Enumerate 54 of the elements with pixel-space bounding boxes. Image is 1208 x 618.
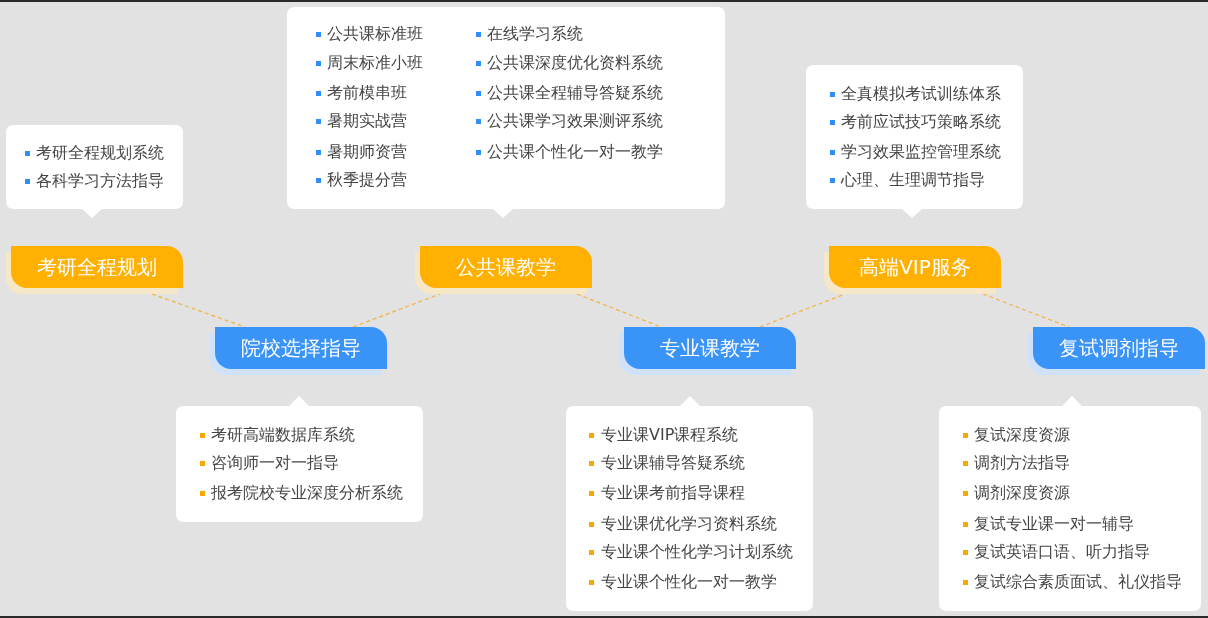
category-tab bbox=[6, 246, 183, 294]
callout-bubble bbox=[566, 396, 813, 611]
tab-label: 高端VIP服务 bbox=[859, 255, 971, 279]
list-item: 复试专业课一对一辅导 bbox=[974, 514, 1134, 534]
list-item: 秋季提分营 bbox=[327, 170, 407, 190]
list-item: 公共课学习效果测评系统 bbox=[487, 111, 663, 131]
callout-bubble bbox=[806, 65, 1023, 219]
dashed-connector bbox=[151, 293, 246, 328]
dashed-connector bbox=[982, 293, 1070, 328]
tab-label: 复试调剂指导 bbox=[1059, 336, 1179, 360]
list-item: 调剂深度资源 bbox=[974, 483, 1070, 503]
list-item: 公共课深度优化资料系统 bbox=[487, 53, 663, 73]
list-item: 公共课个性化一对一教学 bbox=[487, 142, 663, 162]
list-item: 专业课优化学习资料系统 bbox=[601, 514, 777, 534]
category-tab bbox=[824, 246, 1001, 294]
tab-label: 公共课教学 bbox=[456, 255, 556, 279]
tab-label: 考研全程规划 bbox=[37, 255, 157, 279]
list-item: 专业课个性化学习计划系统 bbox=[601, 542, 793, 562]
list-item: 各科学习方法指导 bbox=[36, 171, 164, 191]
callout-bubble bbox=[939, 396, 1201, 611]
list-item: 公共课全程辅导答疑系统 bbox=[487, 83, 663, 103]
category-tab bbox=[210, 327, 387, 375]
list-item: 考研全程规划系统 bbox=[36, 143, 164, 163]
list-item: 专业课VIP课程系统 bbox=[601, 425, 739, 445]
callout-bubble bbox=[176, 396, 423, 522]
list-item: 暑期师资营 bbox=[327, 142, 407, 162]
list-item: 周末标准小班 bbox=[327, 53, 423, 73]
list-item: 考前应试技巧策略系统 bbox=[841, 112, 1001, 132]
list-item: 复试深度资源 bbox=[974, 425, 1070, 445]
list-item: 复试综合素质面试、礼仪指导 bbox=[974, 572, 1182, 592]
list-item: 复试英语口语、听力指导 bbox=[974, 542, 1150, 562]
dashed-connector bbox=[576, 293, 662, 328]
list-item: 专业课个性化一对一教学 bbox=[601, 572, 777, 592]
list-item: 报考院校专业深度分析系统 bbox=[211, 483, 403, 503]
callout-bubble bbox=[6, 125, 183, 219]
list-item: 公共课标准班 bbox=[327, 24, 423, 44]
list-item: 调剂方法指导 bbox=[974, 453, 1070, 473]
callout-bubble bbox=[287, 7, 725, 219]
category-tab bbox=[415, 246, 592, 294]
category-tab bbox=[1028, 327, 1205, 375]
list-item: 咨询师一对一指导 bbox=[211, 453, 339, 473]
list-item: 考研高端数据库系统 bbox=[211, 425, 355, 445]
list-item: 在线学习系统 bbox=[487, 24, 583, 44]
dashed-connector bbox=[352, 293, 441, 328]
list-item: 暑期实战营 bbox=[327, 111, 407, 131]
list-item: 专业课辅导答疑系统 bbox=[601, 453, 745, 473]
tab-label: 专业课教学 bbox=[660, 336, 760, 360]
list-item: 考前模串班 bbox=[327, 83, 407, 103]
tab-label: 院校选择指导 bbox=[241, 336, 361, 360]
list-item: 专业课考前指导课程 bbox=[601, 483, 745, 503]
category-tab bbox=[619, 327, 796, 375]
list-item: 心理、生理调节指导 bbox=[841, 170, 985, 190]
list-item: 全真模拟考试训练体系 bbox=[841, 84, 1001, 104]
list-item: 学习效果监控管理系统 bbox=[841, 142, 1001, 162]
